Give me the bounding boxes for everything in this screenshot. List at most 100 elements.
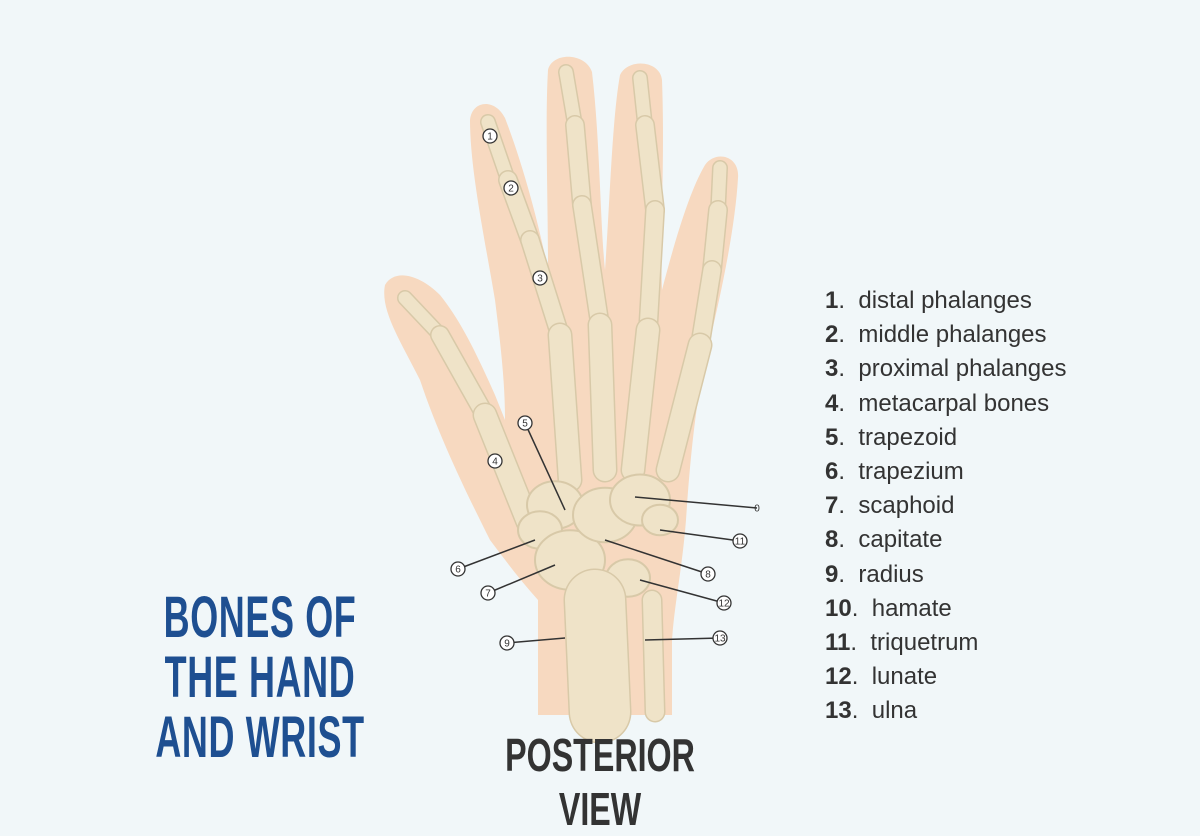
legend-item: 2. middle phalanges [825,321,1047,349]
legend-item: 1. distal phalanges [825,287,1032,314]
callout-0: 0 [634,496,760,515]
legend-item: 7. scaphoid [825,492,955,520]
phalanx-bone [639,201,664,339]
phalanx-bone [521,231,569,344]
legend-number: 1 [825,287,839,314]
legend-label: lunate [871,663,938,691]
callout-number: 4 [492,457,498,468]
callout-circle [482,128,498,144]
legend-number: 11 [825,629,851,657]
legend-item: 11. triquetrum [825,629,979,657]
legend-item: 10. hamate [825,594,952,622]
phalanx-bone [566,116,591,214]
callout-5: 5 [517,415,566,511]
legend-number: 4 [825,389,839,417]
callout-circle [480,585,496,601]
callout-number: 5 [522,419,528,430]
legend-item: 12. lunate [825,663,938,691]
callout-number: 2 [508,184,514,195]
ulna-bone [643,591,664,721]
callout-number: 12 [718,599,730,610]
legend-label: triquetrum [870,629,979,657]
callout-number: 3 [537,274,543,285]
callout-number: 8 [705,570,711,581]
callout-number: 7 [485,589,491,600]
legend-number: 9 [825,560,839,588]
callout-11: 11 [659,529,748,549]
callout-4: 4 [487,453,503,469]
callout-number: 6 [455,565,461,576]
callout-6: 6 [450,539,536,577]
callout-number: 0 [754,504,760,515]
legend-label: proximal phalanges [858,355,1067,383]
callout-12: 12 [639,579,732,611]
legend-number: 13 [825,697,852,725]
legend-label: trapezium [858,458,964,486]
title-line-1: BONES OF THE HAND [163,585,357,710]
legend-label: distal phalanges [858,287,1032,314]
metacarpal-bone [474,404,539,533]
leader-line [487,564,556,594]
callout-circle [503,180,519,196]
phalanx-bone [636,116,664,219]
leader-line [604,539,709,575]
legend-label: middle phalanges [858,321,1047,349]
callout-circle [700,566,716,582]
legend-label: trapezoid [858,423,958,451]
legend-item: 3. proximal phalanges [825,355,1067,383]
legend-label: hamate [871,594,952,622]
callout-circle [487,453,503,469]
callout-circle [716,595,732,611]
legend-number: 10 [825,594,852,622]
phalanx-bone [703,201,727,279]
metacarpal-bone [589,314,616,481]
callout-8: 8 [604,539,716,582]
legend-number: 6 [825,458,839,486]
legend-number: 3 [825,355,839,383]
legend-item: 8. capitate [825,526,943,554]
view-subtitle: POSTERIOR VIEW [505,729,695,835]
phalanx-bone [691,261,721,354]
leader-line [524,422,566,511]
legend-number: 8 [825,526,839,554]
leader-line [644,637,721,641]
phalanx-bone [431,326,494,424]
leader-line [639,579,725,604]
callout-3: 3 [532,270,548,286]
callout-number: 11 [735,537,746,548]
leader-line [634,496,758,509]
legend-item: 13. ulna [825,697,918,725]
callout-1: 1 [482,128,498,144]
callout-2: 2 [503,180,519,196]
legend-number: 2 [825,321,839,349]
callout-circle [532,270,548,286]
callout-7: 7 [480,564,556,601]
title-line-2: AND WRIST [155,705,365,770]
callout-circle [712,630,728,646]
callout-9: 9 [499,635,566,651]
callout-13: 13 [644,630,728,646]
phalanx-bone [573,196,609,334]
callout-circle [499,635,515,651]
legend-item: 5. trapezoid [825,423,958,451]
leader-line [506,637,566,644]
legend-number: 12 [825,663,852,691]
metacarpal-bone [622,319,659,481]
legend-label: scaphoid [858,492,955,520]
callout-circle [450,561,466,577]
metacarpal-bone [657,334,711,481]
legend-list: 1. distal phalanges 2. middle phalanges 3.… [825,284,1067,729]
callout-number: 9 [504,639,510,650]
callout-circle [517,415,533,431]
legend-label: capitate [858,526,943,554]
callout-number: 13 [714,634,726,645]
radius-bone [565,570,630,742]
leader-line [659,529,741,542]
legend-number: 5 [825,423,839,451]
legend-item: 6. trapezium [825,458,964,486]
leader-line [457,539,536,570]
metacarpal-bone [549,324,581,491]
callout-circle [732,533,748,549]
triquetrum-bone [641,503,679,537]
